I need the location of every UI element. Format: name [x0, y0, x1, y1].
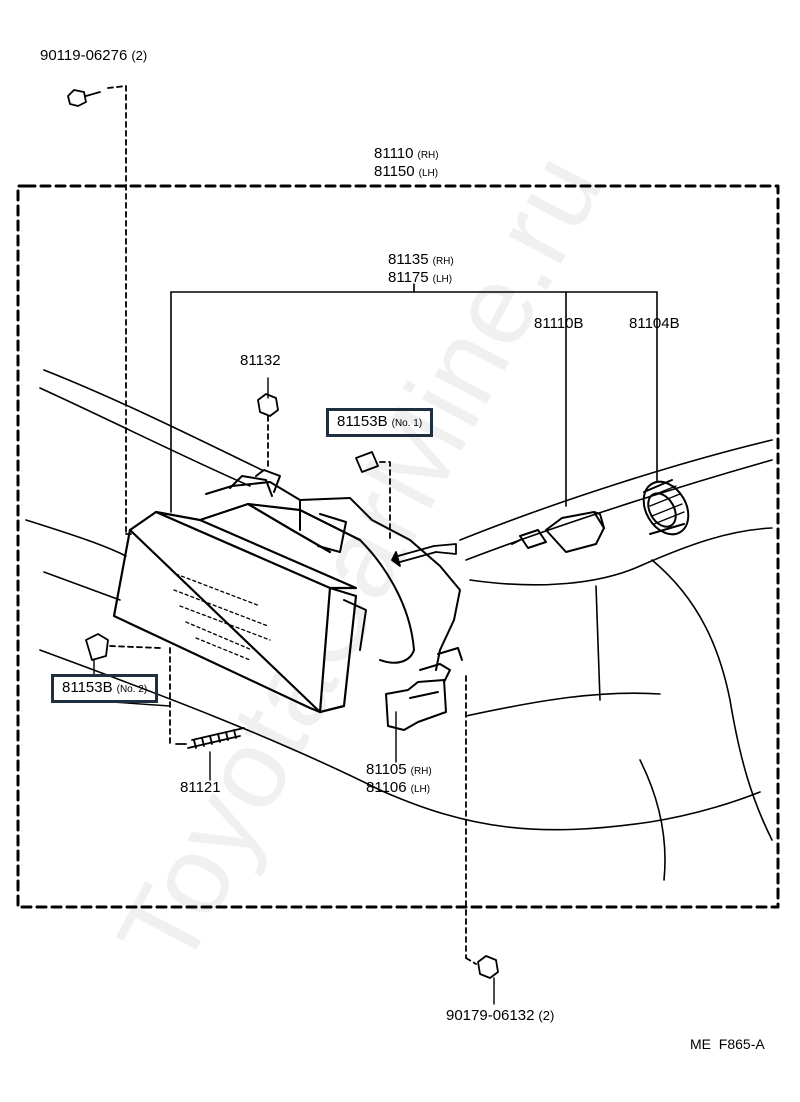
headlamp-lens: [112, 502, 362, 714]
label-spring: 81121: [180, 779, 221, 796]
label-headlamp-assy: 81110(RH) 81150(LH): [374, 145, 439, 180]
unit-bracket-lines: [170, 283, 658, 513]
nut-bottom-part: [465, 675, 499, 979]
label-headlamp-unit: 81135(RH) 81175(LH): [388, 251, 454, 286]
label-socket: 81110B: [534, 315, 584, 332]
socket-cap: [642, 479, 690, 536]
bulb-socket: [511, 511, 605, 553]
spring-part: [169, 647, 245, 749]
label-nut-bottom: 90179-06132(2): [446, 1007, 555, 1024]
mounting-bracket: [385, 647, 463, 731]
label-cap: 81104B: [629, 315, 680, 332]
clip-part: [257, 393, 279, 471]
figure-code: ME F865-A: [690, 1036, 765, 1052]
body-contours: [25, 369, 773, 881]
bolt-top-part: [67, 85, 135, 535]
nut-no1: [355, 451, 391, 541]
lamp-housing: [205, 469, 461, 671]
label-bracket: 81105(RH) 81106(LH): [366, 761, 432, 796]
label-nut-no2: 81153B(No. 2): [51, 674, 159, 703]
nut-no2: [85, 633, 161, 661]
label-bolt-top: 90119-06276(2): [40, 47, 148, 64]
label-clip: 81132: [240, 352, 281, 369]
adjusting-screw: [391, 543, 457, 567]
label-nut-no1: 81153B(No. 1): [326, 408, 434, 437]
assembly-outline: [16, 184, 780, 909]
